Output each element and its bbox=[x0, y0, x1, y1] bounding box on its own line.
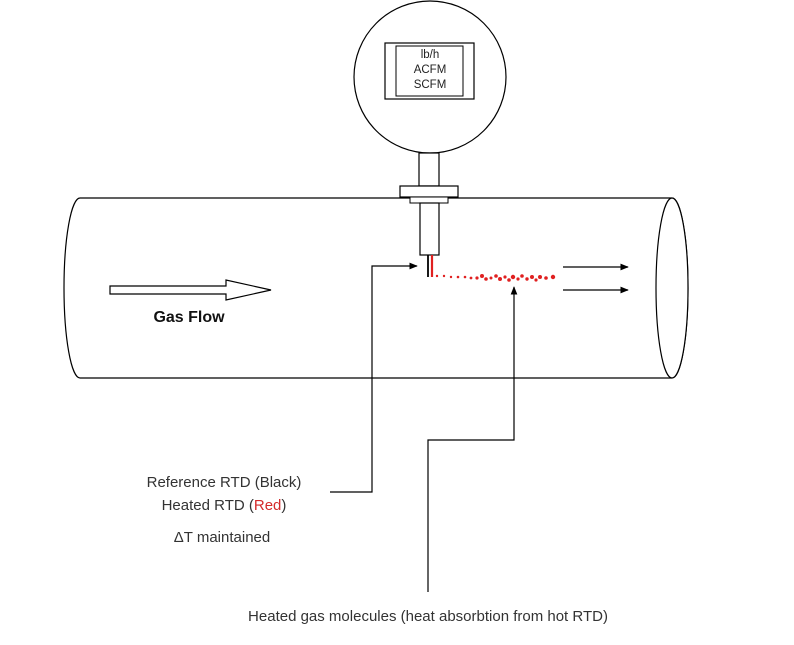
display-unit-scfm: SCFM bbox=[414, 79, 447, 91]
heated-gas-molecules bbox=[435, 274, 556, 282]
heated-molecule-dot bbox=[534, 278, 538, 282]
heated-molecule-dot bbox=[494, 274, 498, 278]
reference-rtd-label: Reference RTD (Black) bbox=[147, 474, 302, 491]
heated-molecule-dot bbox=[503, 275, 507, 279]
heated-molecule-dot bbox=[480, 274, 484, 278]
heated-molecule-dot bbox=[525, 277, 529, 281]
meter-display-inner bbox=[395, 45, 464, 97]
flow-meter-transmitter: lb/h ACFM SCFM bbox=[353, 0, 507, 154]
heated-gas-label: Heated gas molecules (heat absorbtion fr… bbox=[248, 608, 608, 625]
heated-molecule-dot bbox=[469, 276, 473, 280]
probe-assembly bbox=[399, 152, 459, 277]
heated-rtd-label-red-word: Red bbox=[254, 497, 282, 514]
heated-molecule-dot bbox=[435, 274, 439, 278]
heated-molecule-dot bbox=[475, 276, 479, 280]
heated-molecule-dot bbox=[544, 276, 548, 280]
probe-collar bbox=[409, 196, 449, 204]
pipe-end-opening bbox=[655, 197, 689, 379]
display-unit-acfm: ACFM bbox=[414, 64, 447, 76]
heated-molecule-dot bbox=[516, 277, 520, 281]
display-unit-lbh: lb/h bbox=[421, 49, 440, 61]
gas-flow-label: Gas Flow bbox=[153, 309, 225, 326]
heated-molecule-dot bbox=[530, 275, 534, 279]
pipe bbox=[63, 197, 689, 379]
heated-molecule-dot bbox=[484, 277, 488, 281]
heated-molecule-dot bbox=[456, 275, 460, 279]
heated-rtd-label: Heated RTD (Red) bbox=[162, 497, 287, 514]
heated-molecule-dot bbox=[449, 275, 453, 279]
meter-stem bbox=[418, 152, 440, 187]
heated-molecule-dot bbox=[550, 274, 556, 280]
heated-gas-leader-line bbox=[427, 286, 518, 592]
heated-molecule-dot bbox=[510, 274, 516, 280]
delta-t-label: ΔT maintained bbox=[174, 529, 270, 546]
heated-molecule-dot bbox=[507, 278, 511, 282]
heated-molecule-dot bbox=[442, 274, 446, 278]
mounting-flange bbox=[399, 185, 459, 198]
heated-rtd-label-prefix: Heated RTD ( bbox=[162, 497, 254, 514]
gas-flow-arrow-icon bbox=[109, 279, 272, 301]
heated-molecule-dot bbox=[489, 276, 493, 280]
heated-molecule-dot bbox=[498, 277, 502, 281]
sensor-probe bbox=[419, 202, 440, 256]
heated-molecule-dot bbox=[463, 275, 467, 279]
rtd-leader-line bbox=[330, 262, 418, 493]
heated-rtd-label-suffix: ) bbox=[281, 497, 286, 514]
heated-molecule-dot bbox=[538, 275, 542, 279]
heated-molecule-dot bbox=[520, 274, 524, 278]
